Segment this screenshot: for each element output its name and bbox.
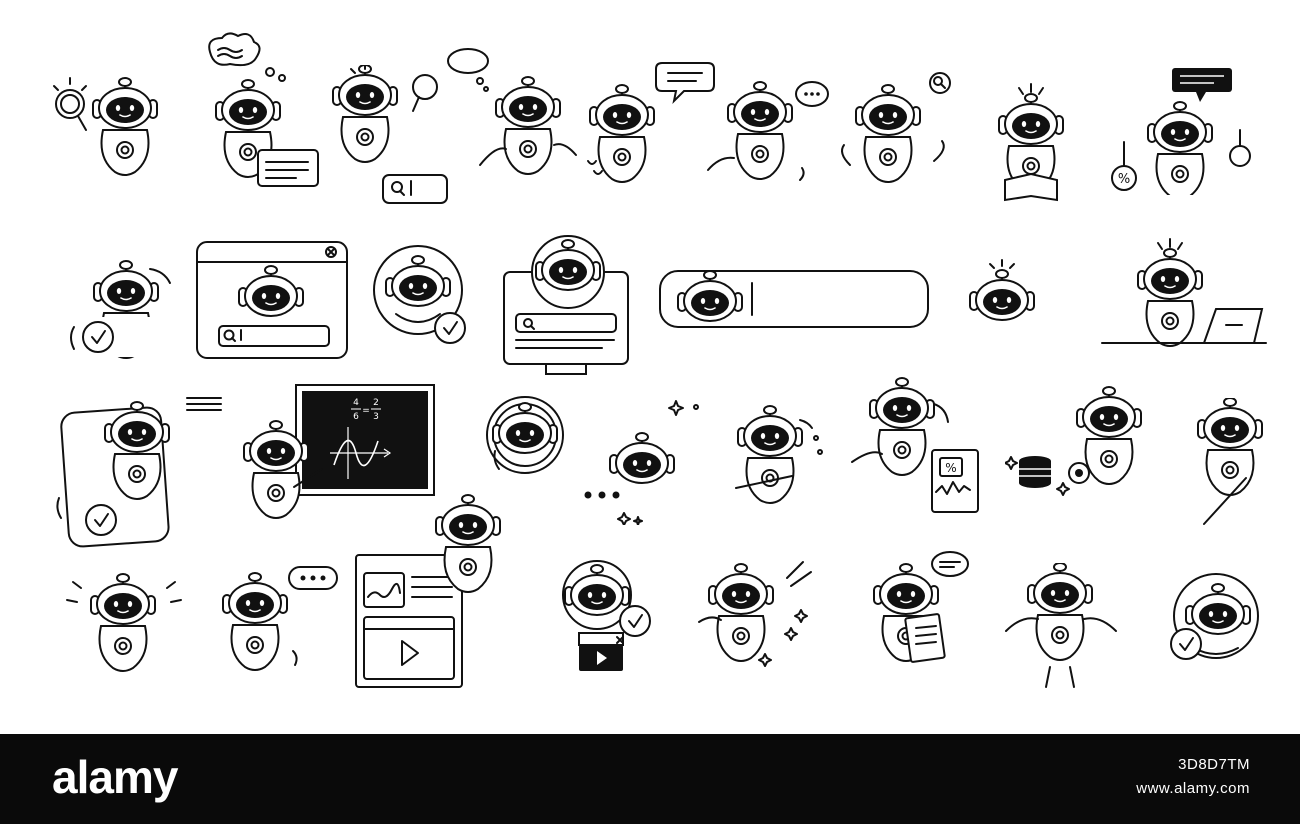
formula-numerator-1: 4: [353, 398, 359, 408]
robot-floating-open-arms: [1000, 563, 1122, 695]
formula-denominator-1: 6: [353, 412, 359, 422]
robot-with-laptop: [1100, 235, 1268, 355]
robot-with-check: [60, 255, 180, 365]
robot-with-speech-bubble: [580, 55, 720, 205]
formula-denominator-2: 3: [373, 412, 379, 422]
report-percent-label: %: [945, 461, 956, 475]
percent-label: %: [1118, 172, 1130, 187]
site-url: www.alamy.com: [1136, 780, 1250, 797]
robot-head-only: [960, 258, 1044, 328]
robot-with-chart-and-percent: %: [1100, 60, 1260, 195]
robot-chat-typing: [215, 563, 340, 675]
formula-numerator-2: 2: [373, 398, 379, 408]
alamy-logo: alamy: [52, 751, 178, 803]
robot-typing-dots: [580, 393, 700, 525]
formula-equals: =: [362, 406, 370, 416]
robot-in-smartphone: [55, 388, 230, 550]
robot-astronaut-video-player: [555, 553, 655, 677]
robot-video-webpage: [352, 493, 514, 691]
robot-with-search-bar: [325, 65, 455, 210]
robot-with-dots-bubble: [700, 60, 840, 205]
robot-reading-book: [975, 80, 1085, 210]
robot-excited: [65, 568, 183, 680]
robot-with-analytics-report: %: [848, 376, 983, 516]
robot-monitor-with-search: [502, 232, 632, 378]
watermark-bar: alamy 3D8D7TM www.alamy.com: [0, 734, 1300, 824]
robot-teacher-blackboard: 4 6 = 2 3: [238, 383, 438, 528]
robot-illustration-sheet: %: [40, 30, 1280, 695]
robot-with-database: [1005, 385, 1155, 497]
robot-sparkles-happy: [695, 558, 820, 670]
robot-thinking-cloud: [440, 45, 580, 205]
robot-with-magnifier: [40, 58, 180, 198]
robot-with-pointer-stick: [1180, 398, 1280, 530]
robot-chat-input-bar: [658, 269, 930, 331]
robot-writing-pen: [730, 400, 830, 520]
robot-browser-window: [195, 240, 350, 362]
robot-with-checklist: [850, 548, 975, 680]
robot-circle-avatar-check: [1160, 568, 1265, 668]
robot-waving-search: [830, 65, 965, 215]
robot-thinking-with-card: [200, 30, 330, 205]
robot-avatar-verified: [372, 242, 472, 346]
robot-badge-circle: [483, 393, 567, 477]
image-id: 3D8D7TM: [1178, 756, 1250, 773]
